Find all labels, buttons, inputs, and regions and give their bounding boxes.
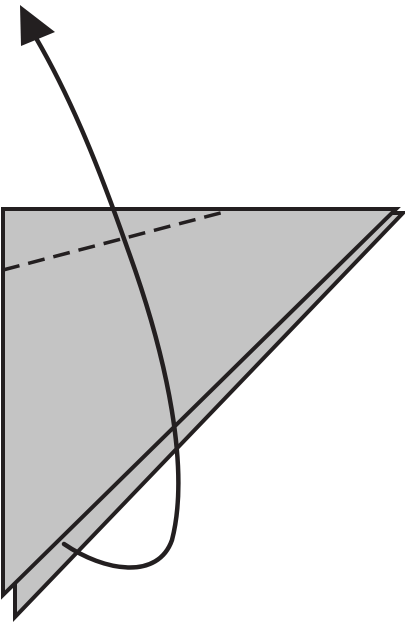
arrow-head-icon [20, 5, 55, 46]
valley-fold-line-dashed [2, 209, 229, 272]
fold-direction-arrow [33, 35, 181, 570]
front-layer-triangle [0, 207, 401, 600]
